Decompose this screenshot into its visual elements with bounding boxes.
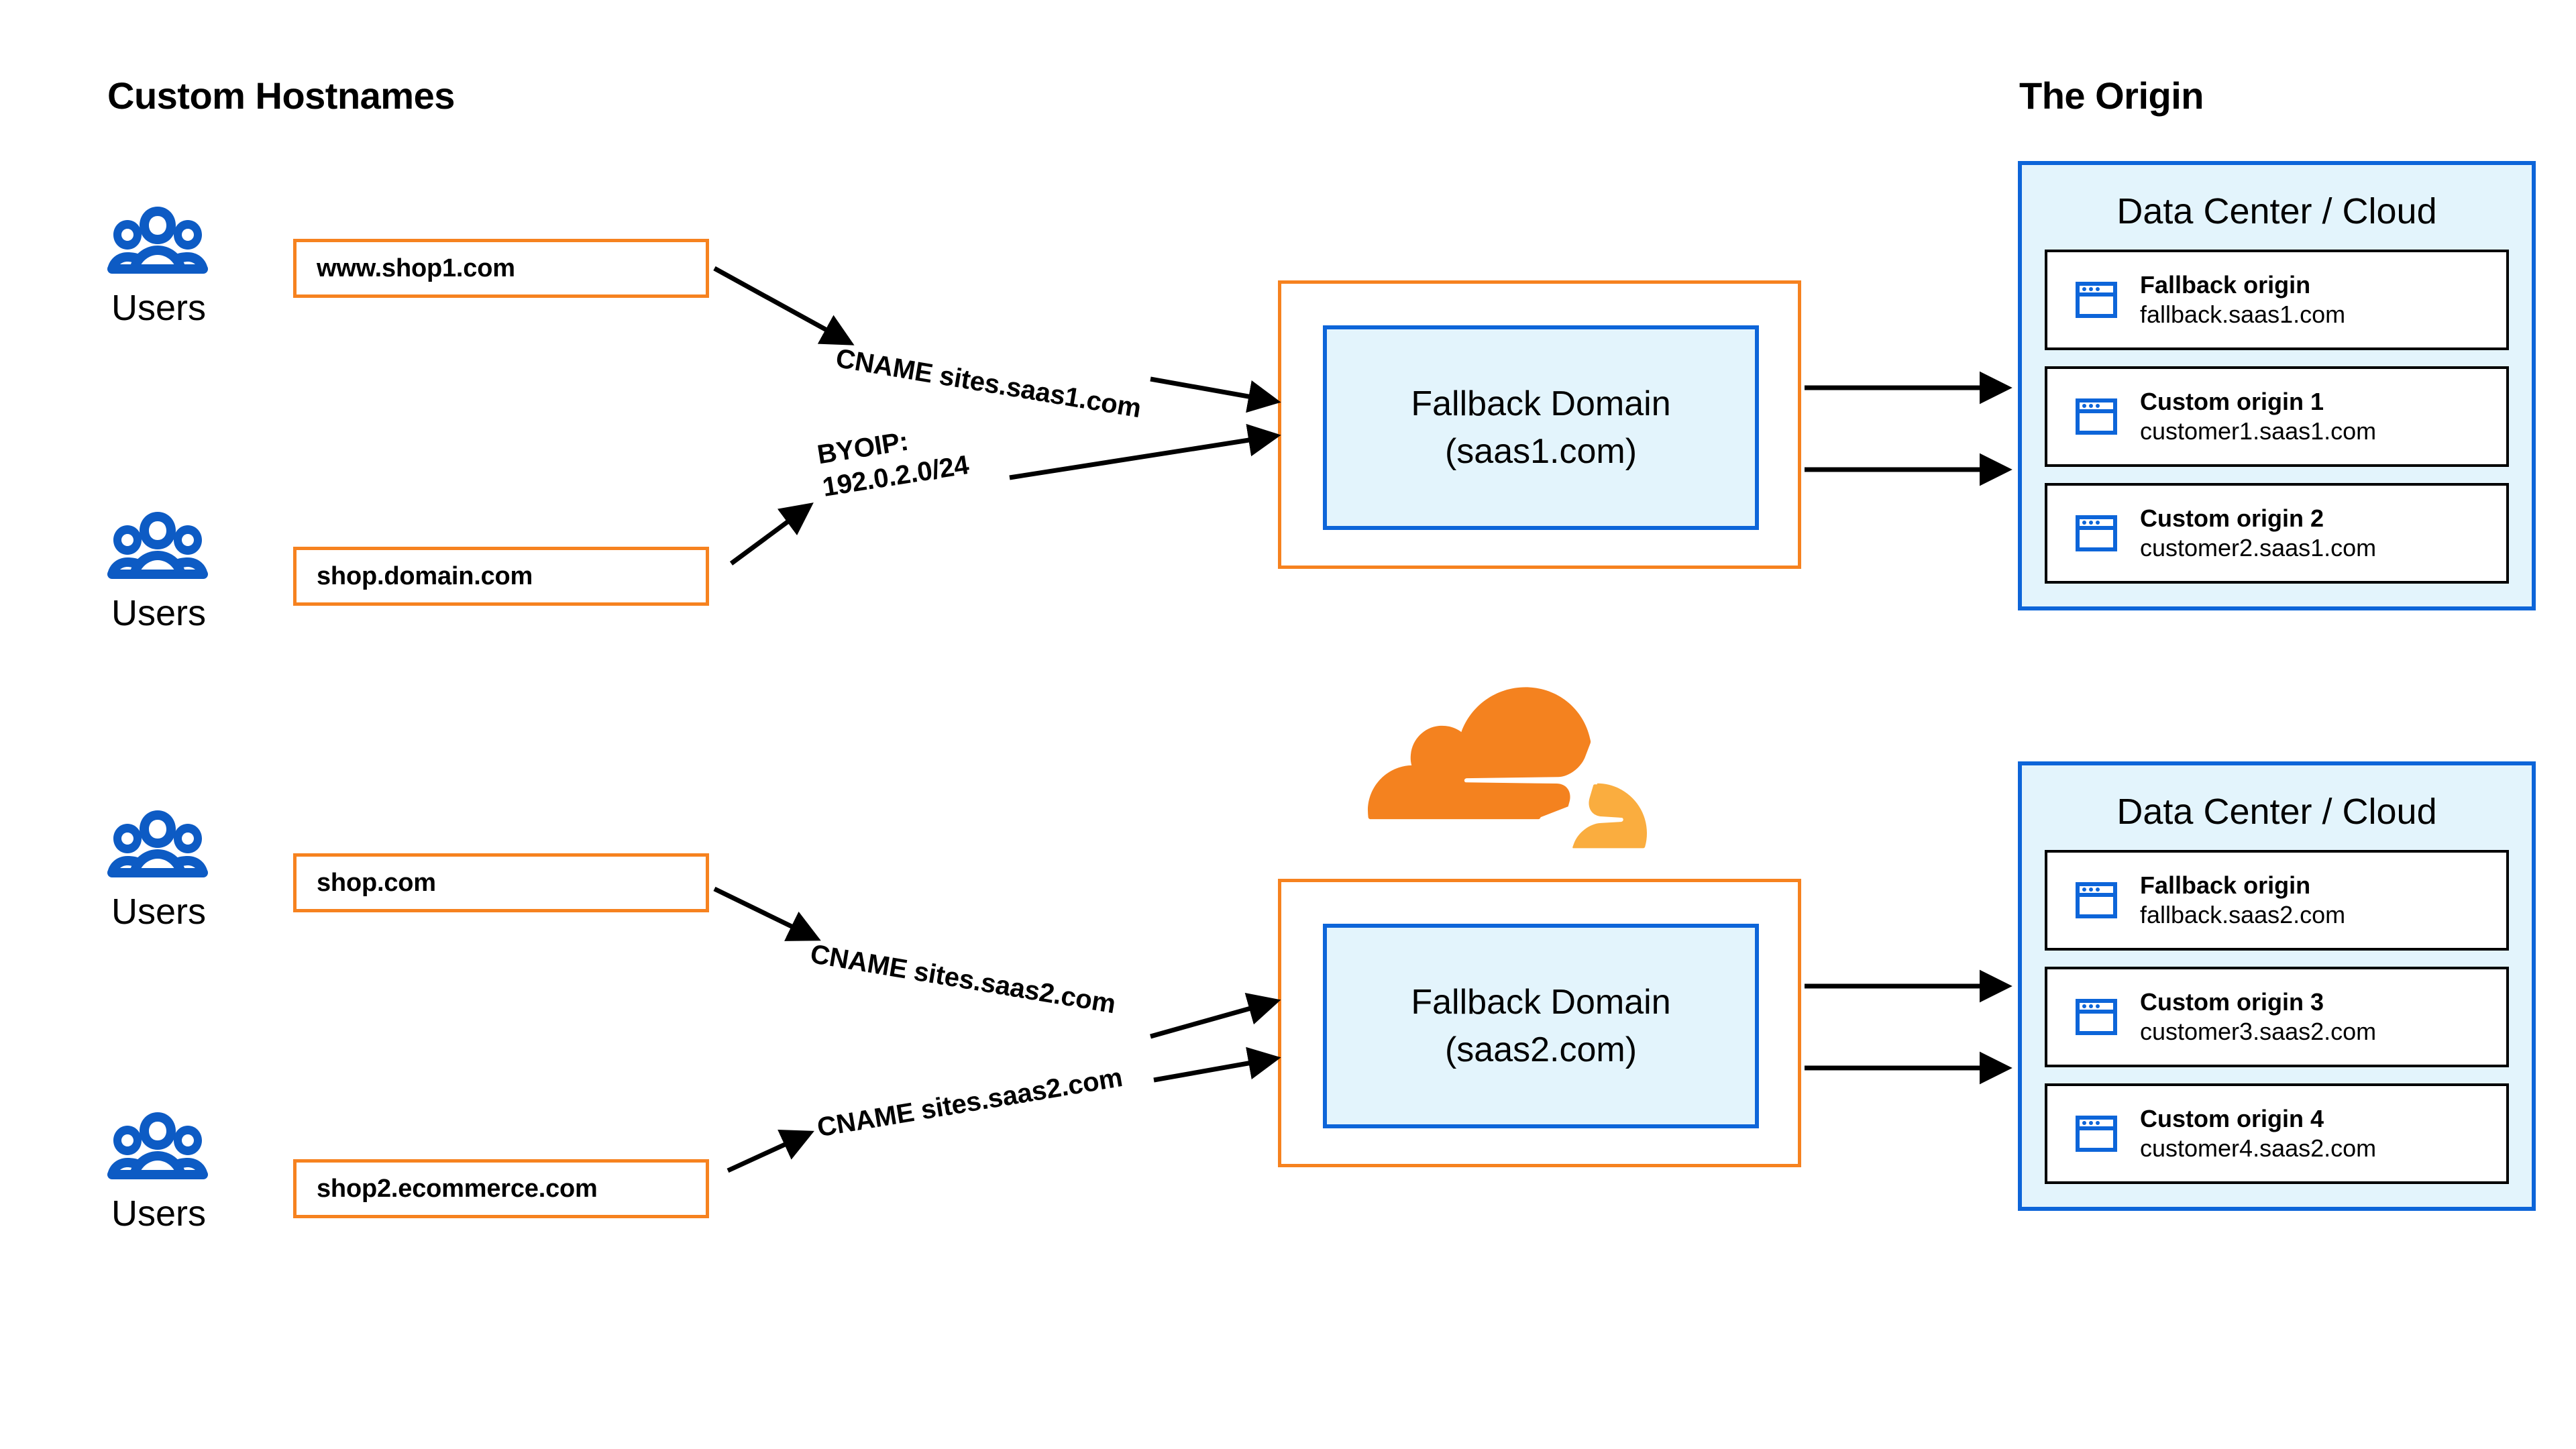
data-center-panel-1: Data Center / Cloud Fallback origin fall… bbox=[2018, 161, 2536, 610]
connector-label-cname-saas2-b: CNAME sites.saas2.com bbox=[815, 1063, 1125, 1143]
fallback-domain-name: (saas2.com) bbox=[1444, 1030, 1638, 1069]
connector-label-byoip: BYOIP: 192.0.2.0/24 bbox=[815, 417, 971, 504]
origin-name: Custom origin 1 bbox=[2140, 388, 2324, 416]
connector-byoip-saas1 bbox=[729, 423, 1281, 566]
hostname-box-shop[interactable]: shop.com bbox=[293, 853, 709, 912]
data-center-title: Data Center / Cloud bbox=[2116, 191, 2437, 231]
origin-host: customer1.saas1.com bbox=[2140, 417, 2377, 445]
origin-host: customer2.saas1.com bbox=[2140, 534, 2377, 561]
browser-window-icon bbox=[2076, 1115, 2117, 1152]
heading-the-origin: The Origin bbox=[2019, 74, 2204, 117]
origin-card-fallback-saas2[interactable]: Fallback origin fallback.saas2.com bbox=[2045, 850, 2509, 951]
connector-cname-saas2-a bbox=[713, 886, 1281, 1039]
browser-window-icon bbox=[2076, 281, 2117, 319]
cloudflare-logo bbox=[1368, 687, 1648, 849]
users-label: Users bbox=[111, 593, 207, 633]
users-group-2: Users bbox=[107, 506, 262, 634]
users-label: Users bbox=[111, 288, 207, 328]
origin-name: Fallback origin bbox=[2140, 871, 2311, 900]
hostname-box-shop2-ecommerce[interactable]: shop2.ecommerce.com bbox=[293, 1159, 709, 1218]
users-icon bbox=[107, 201, 208, 275]
users-group-3: Users bbox=[107, 805, 262, 932]
origin-name: Fallback origin bbox=[2140, 271, 2311, 299]
hostname-value: shop.domain.com bbox=[317, 561, 533, 590]
origin-card-custom-origin-4[interactable]: Custom origin 4 customer4.saas2.com bbox=[2045, 1083, 2509, 1184]
data-center-title: Data Center / Cloud bbox=[2116, 792, 2437, 832]
users-icon bbox=[107, 506, 208, 580]
connector-saas1-to-datacenter bbox=[1805, 371, 2012, 486]
hostname-value: www.shop1.com bbox=[317, 254, 515, 282]
fallback-domain-block-saas2: Fallback Domain (saas2.com) bbox=[1278, 879, 1801, 1167]
users-label: Users bbox=[111, 1193, 207, 1234]
origin-host: customer4.saas2.com bbox=[2140, 1134, 2377, 1162]
connector-cname-saas2-b bbox=[727, 1046, 1281, 1173]
origin-card-custom-origin-3[interactable]: Custom origin 3 customer3.saas2.com bbox=[2045, 967, 2509, 1067]
users-icon bbox=[107, 805, 208, 879]
origin-name: Custom origin 3 bbox=[2140, 988, 2324, 1016]
fallback-domain-title: Fallback Domain bbox=[1411, 384, 1671, 424]
browser-window-icon bbox=[2076, 398, 2117, 435]
fallback-domain-name: (saas1.com) bbox=[1444, 431, 1638, 471]
origin-name: Custom origin 4 bbox=[2140, 1105, 2324, 1133]
browser-window-icon bbox=[2076, 998, 2117, 1036]
origin-host: fallback.saas2.com bbox=[2140, 901, 2346, 928]
origin-name: Custom origin 2 bbox=[2140, 504, 2324, 533]
origin-card-fallback-saas1[interactable]: Fallback origin fallback.saas1.com bbox=[2045, 250, 2509, 350]
browser-window-icon bbox=[2076, 881, 2117, 919]
users-group-1: Users bbox=[107, 201, 262, 329]
data-center-panel-2: Data Center / Cloud Fallback origin fall… bbox=[2018, 761, 2536, 1211]
origin-host: customer3.saas2.com bbox=[2140, 1018, 2377, 1045]
fallback-domain-title: Fallback Domain bbox=[1411, 983, 1671, 1022]
hostname-box-shop-domain[interactable]: shop.domain.com bbox=[293, 547, 709, 606]
hostname-box-www-shop1[interactable]: www.shop1.com bbox=[293, 239, 709, 298]
hostname-value: shop2.ecommerce.com bbox=[317, 1174, 598, 1203]
browser-window-icon bbox=[2076, 515, 2117, 552]
origin-host: fallback.saas1.com bbox=[2140, 301, 2346, 328]
heading-custom-hostnames: Custom Hostnames bbox=[107, 74, 455, 117]
fallback-domain-card-saas2: Fallback Domain (saas2.com) bbox=[1323, 924, 1759, 1128]
origin-card-custom-origin-1[interactable]: Custom origin 1 customer1.saas1.com bbox=[2045, 366, 2509, 467]
hostname-value: shop.com bbox=[317, 868, 436, 897]
users-icon bbox=[107, 1107, 208, 1181]
connector-label-cname-saas1: CNAME sites.saas1.com bbox=[833, 343, 1144, 424]
connector-saas2-to-datacenter bbox=[1805, 969, 2012, 1085]
users-label: Users bbox=[111, 892, 207, 932]
fallback-domain-card-saas1: Fallback Domain (saas1.com) bbox=[1323, 325, 1759, 530]
connector-label-cname-saas2-a: CNAME sites.saas2.com bbox=[808, 939, 1118, 1020]
origin-card-custom-origin-2[interactable]: Custom origin 2 customer2.saas1.com bbox=[2045, 483, 2509, 584]
users-group-4: Users bbox=[107, 1107, 262, 1234]
fallback-domain-block-saas1: Fallback Domain (saas1.com) bbox=[1278, 280, 1801, 569]
